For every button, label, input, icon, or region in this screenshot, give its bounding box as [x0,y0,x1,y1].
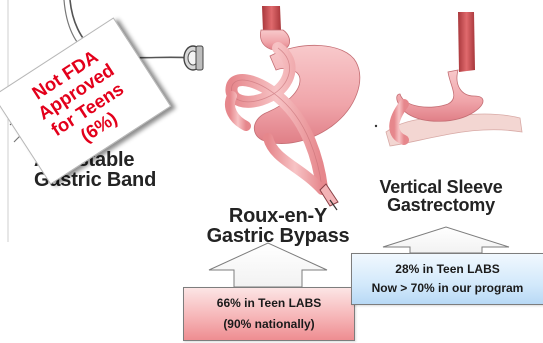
sleeve-stat-line1: 28% in Teen LABS [395,260,499,279]
gastric-bypass-illustration [230,6,360,210]
sleeve-caption: Vertical Sleeve Gastrectomy [356,178,526,215]
sleeve-gastrectomy-illustration [375,12,522,146]
bypass-caption: Roux-en-Y Gastric Bypass [188,206,368,247]
sleeve-up-arrow [383,227,509,253]
bypass-stat-line2: (90% nationally) [223,314,314,335]
bypass-stat-line1: 66% in Teen LABS [217,293,321,314]
bypass-caption-line1: Roux-en-Y [188,206,368,226]
sleeve-stat-line2: Now > 70% in our program [372,279,524,298]
sleeve-caption-line1: Vertical Sleeve [356,178,526,196]
bypass-caption-line2: Gastric Bypass [188,226,368,246]
bypass-stat-box: 66% in Teen LABS (90% nationally) [183,287,355,341]
sleeve-stat-box: 28% in Teen LABS Now > 70% in our progra… [351,253,543,305]
sleeve-caption-line2: Gastrectomy [356,196,526,214]
bypass-up-arrow [209,243,327,287]
